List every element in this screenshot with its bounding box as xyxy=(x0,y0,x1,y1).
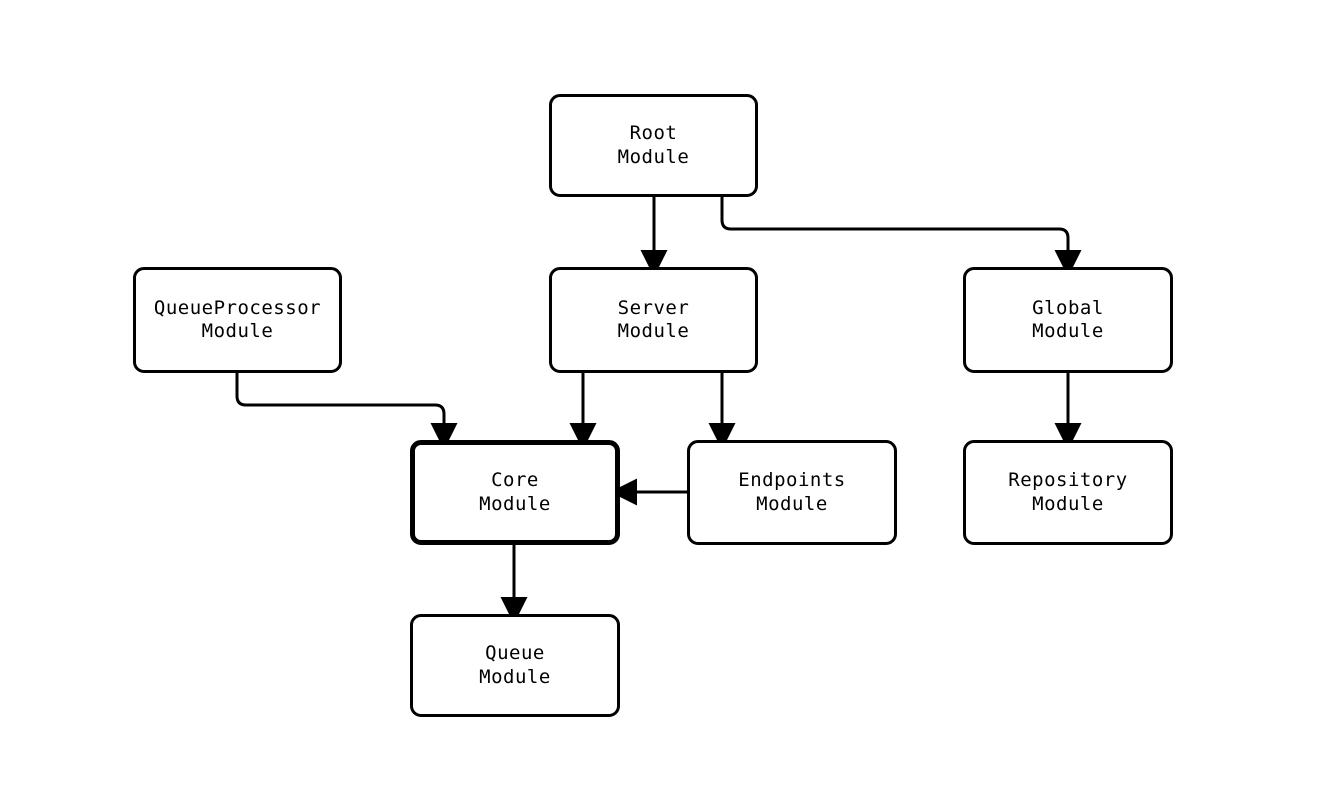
node-repository-module-line2: Module xyxy=(1032,492,1104,515)
edge-group: Root Module to Server ModuleRoot Module … xyxy=(235,197,1082,624)
node-global-module-line1: Global xyxy=(1032,296,1104,319)
node-core-module[interactable]: Core Module xyxy=(410,440,620,545)
node-queue-module-line1: Queue xyxy=(485,642,545,665)
node-server-module-line2: Module xyxy=(617,320,690,342)
node-global-module[interactable]: Global Module xyxy=(963,267,1173,373)
node-queue-module[interactable]: Queue Module xyxy=(410,614,620,717)
node-global-module-line2: Module xyxy=(1032,320,1104,342)
node-root-module-line2: Module xyxy=(617,145,690,168)
edge-root-to-global: Root Module to Global Module xyxy=(720,197,1082,277)
node-core-module-line1: Core xyxy=(491,469,539,492)
node-repository-module[interactable]: Repository Module xyxy=(963,440,1173,545)
node-root-module[interactable]: Root Module xyxy=(549,94,758,197)
node-server-module[interactable]: Server Module xyxy=(549,267,758,373)
node-root-module-line1: Root xyxy=(629,122,678,145)
node-queueprocessor-module-line1: QueueProcessor xyxy=(153,296,322,319)
node-endpoints-module-line2: Module xyxy=(756,492,828,515)
node-core-module-line2: Module xyxy=(479,492,551,515)
node-queueprocessor-module[interactable]: QueueProcessor Module xyxy=(133,267,342,373)
node-queueprocessor-module-line2: Module xyxy=(201,320,274,342)
node-queue-module-line2: Module xyxy=(479,665,551,688)
node-endpoints-module[interactable]: Endpoints Module xyxy=(687,440,897,545)
node-server-module-line1: Server xyxy=(617,296,690,319)
node-endpoints-module-line1: Endpoints xyxy=(738,469,846,492)
edge-queueprocessor-to-core: QueueProcessor Module to Core Module xyxy=(235,373,458,450)
node-repository-module-line1: Repository xyxy=(1008,469,1128,492)
